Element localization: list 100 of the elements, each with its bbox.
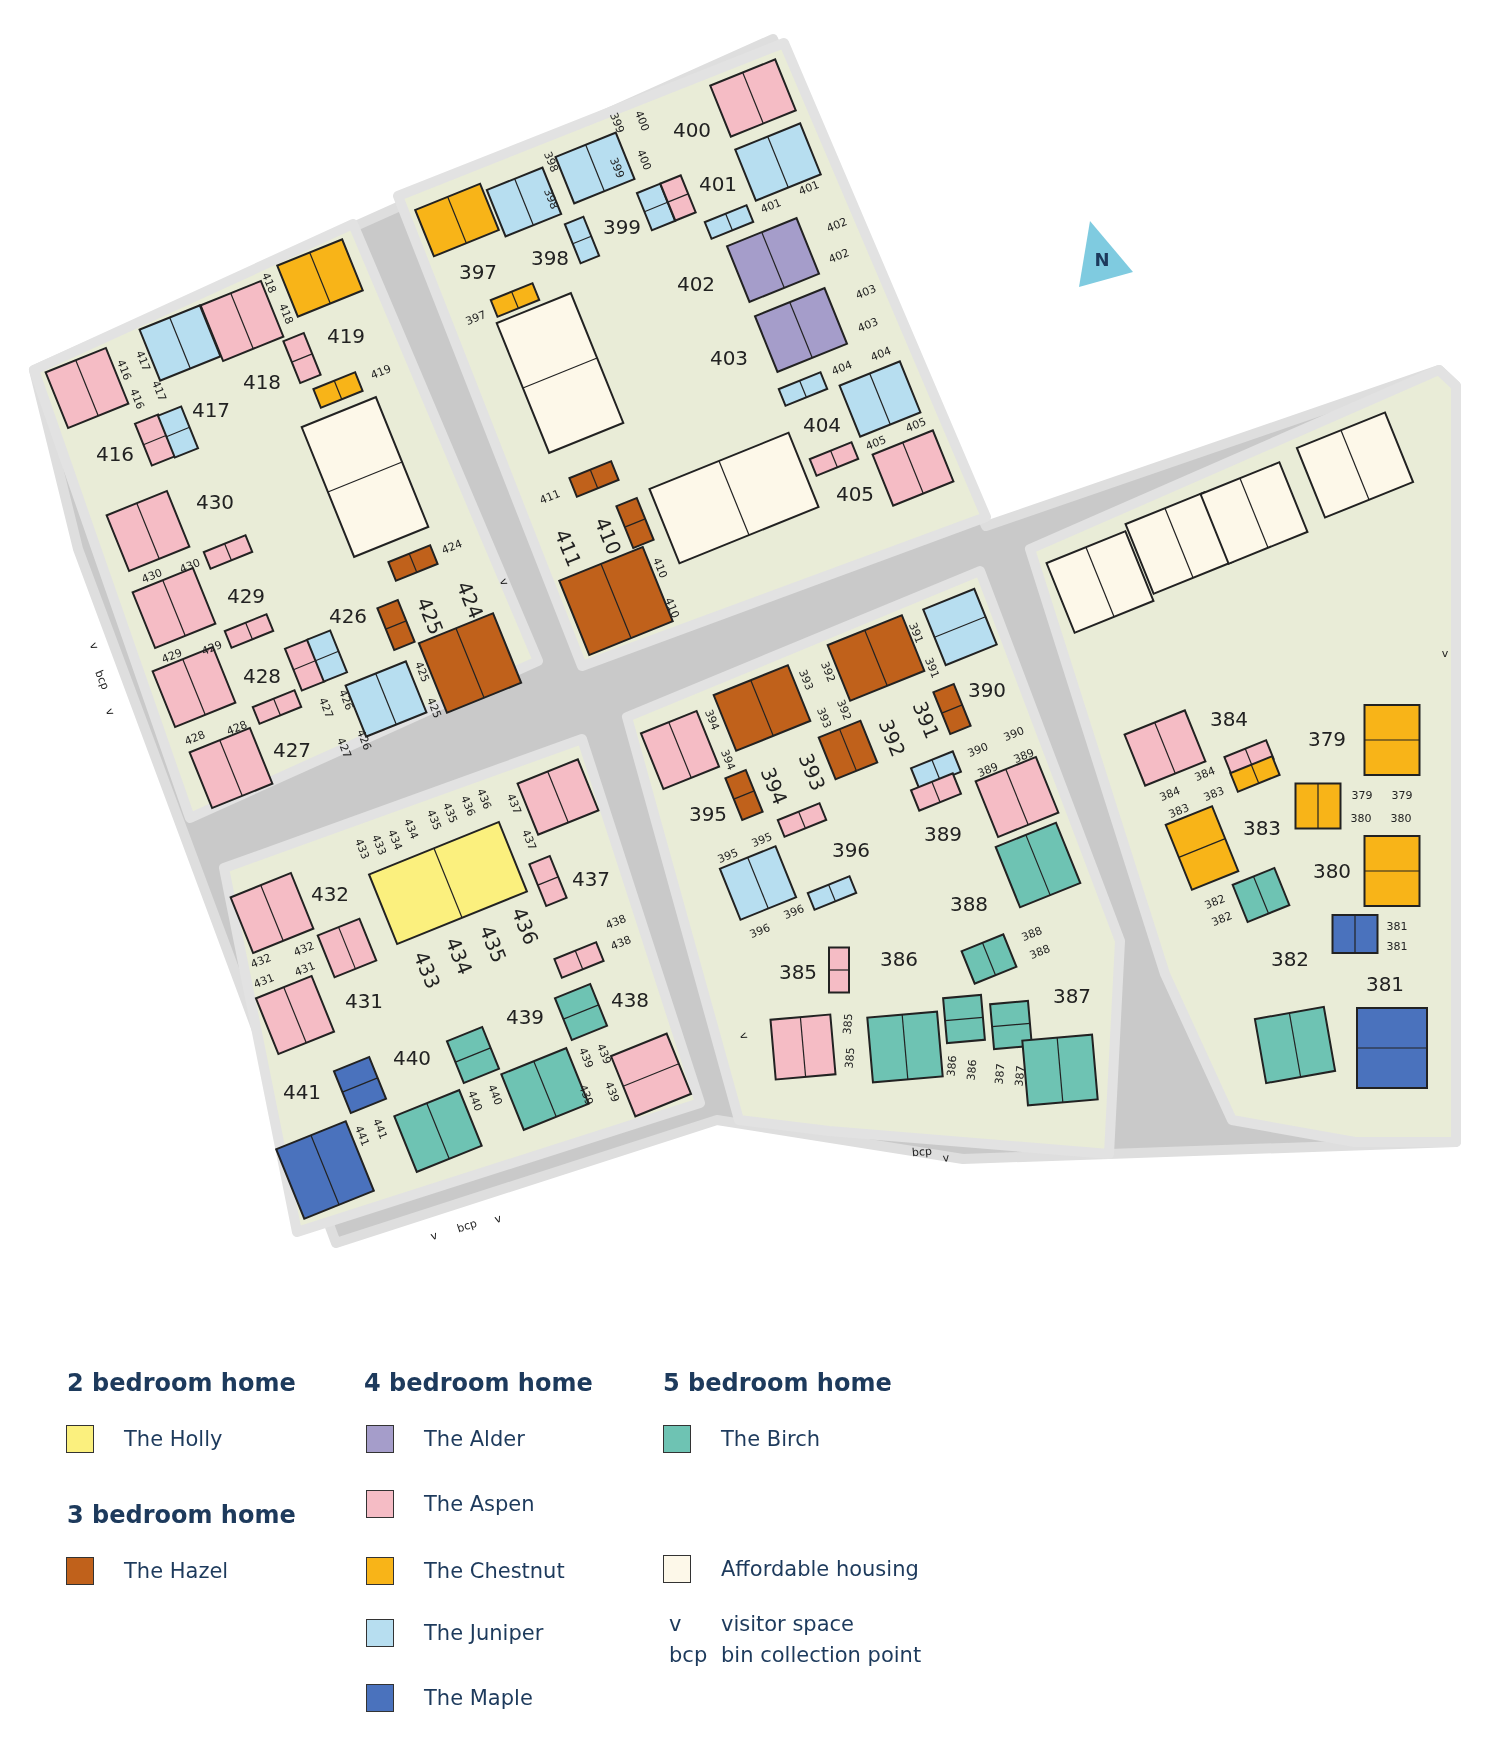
parking-number: 440	[485, 1083, 505, 1107]
parking-number: 384	[1158, 784, 1182, 804]
site-marker: bcp	[911, 1145, 933, 1159]
parking-number: 398	[541, 150, 561, 174]
parking-number: 395	[750, 830, 774, 850]
parking-number: 403	[856, 315, 880, 335]
legend-label: The Juniper	[424, 1622, 544, 1644]
parking-number: 411	[538, 487, 562, 507]
parking-number: 385	[843, 1047, 857, 1069]
plot-number: 392	[875, 716, 909, 760]
parking-number: 429	[160, 646, 184, 666]
parking-number: 439	[594, 1042, 614, 1066]
parking-number: 381	[1386, 940, 1408, 952]
parking-number: 402	[825, 215, 849, 235]
plot-number: 435	[476, 922, 510, 966]
site-marker: v	[493, 1212, 503, 1226]
plot-number: 425	[413, 594, 447, 638]
parking-number: 393	[814, 706, 834, 730]
parking-number: 439	[602, 1080, 622, 1104]
parking-number: 387	[993, 1063, 1007, 1085]
plot-number: 418	[242, 372, 282, 392]
parking-number: 430	[178, 556, 202, 576]
parking-number: 431	[293, 959, 317, 979]
parking-number: 428	[183, 728, 207, 748]
parking-number: 383	[1167, 801, 1191, 821]
plot-number: 389	[923, 824, 963, 844]
plot-number: 426	[328, 606, 368, 626]
parking-number: 416	[114, 358, 134, 382]
plot-number: 429	[226, 586, 266, 606]
plot-number: 394	[757, 764, 791, 808]
legend-label: The Chestnut	[424, 1560, 565, 1582]
parking-number: 418	[276, 302, 296, 326]
site-marker: v	[497, 576, 511, 588]
parking-number: 437	[504, 792, 524, 816]
parking-number: 427	[316, 696, 336, 720]
parking-number: 431	[252, 971, 276, 991]
parking-number: 395	[716, 846, 740, 866]
legend-heading: 2 bedroom home	[67, 1371, 296, 1395]
plot-number: 416	[95, 444, 135, 464]
parking-number: 381	[1386, 920, 1408, 932]
parking-number: 439	[576, 1046, 596, 1070]
legend-label: The Aspen	[424, 1493, 535, 1515]
parking-number: 380	[1350, 812, 1372, 824]
plot-number: 427	[272, 740, 312, 760]
plot-number: 384	[1209, 709, 1249, 729]
plot-number: 401	[698, 174, 738, 194]
parking-number: 410	[650, 556, 670, 580]
legend-heading: 3 bedroom home	[67, 1503, 296, 1527]
plot-number: 391	[909, 698, 943, 742]
plot-number: 424	[453, 578, 487, 622]
plot-number: 395	[688, 804, 728, 824]
plot-number: 382	[1270, 949, 1310, 969]
parking-number: 438	[604, 912, 628, 932]
parking-number: 386	[945, 1055, 959, 1077]
parking-number: 394	[702, 708, 722, 732]
parking-number: 391	[922, 656, 942, 680]
plot-number: 434	[442, 934, 476, 978]
parking-number: 425	[412, 660, 432, 684]
legend-label: The Maple	[424, 1687, 533, 1709]
plot-number: 403	[709, 348, 749, 368]
parking-number: 392	[818, 660, 838, 684]
plot-number: 437	[571, 869, 611, 889]
site-marker: bcp	[455, 1217, 479, 1235]
parking-number: 382	[1203, 892, 1227, 912]
parking-number: 417	[149, 379, 169, 403]
parking-number: 386	[965, 1059, 979, 1081]
plot-number: 441	[282, 1082, 322, 1102]
parking-number: 430	[140, 566, 164, 586]
plot-number: 405	[835, 484, 875, 504]
plot-number: 390	[967, 680, 1007, 700]
site-marker: v	[737, 1030, 751, 1042]
parking-number: 387	[1013, 1065, 1027, 1087]
plot-number: 399	[602, 217, 642, 237]
plot-number: 438	[610, 990, 650, 1010]
parking-number: 425	[424, 696, 444, 720]
legend-heading: 4 bedroom home	[364, 1371, 593, 1395]
parking-number: 401	[759, 196, 783, 216]
parking-number: 441	[352, 1124, 372, 1148]
plot-number: 402	[676, 274, 716, 294]
plot-number: 436	[508, 904, 542, 948]
plot-number: 404	[802, 415, 842, 435]
legend-label: The Alder	[424, 1428, 525, 1450]
legend-text: bcp	[669, 1644, 708, 1666]
plot-number: 396	[831, 840, 871, 860]
plot-number: 417	[191, 400, 231, 420]
plot-number: 431	[344, 991, 384, 1011]
parking-number: 393	[796, 668, 816, 692]
parking-number: 379	[1351, 789, 1373, 801]
parking-number: 440	[465, 1089, 485, 1113]
parking-number: 405	[904, 415, 928, 435]
plot-number: 379	[1307, 729, 1347, 749]
parking-number: 399	[607, 111, 627, 135]
legend-text: bin collection point	[721, 1644, 922, 1666]
legend-text: visitor space	[721, 1613, 855, 1635]
plot-number: 410	[591, 514, 625, 558]
parking-number: 397	[464, 308, 488, 328]
parking-number: 392	[834, 698, 854, 722]
parking-number: 428	[225, 718, 249, 738]
plot-number: 440	[392, 1048, 432, 1068]
parking-number: 383	[1202, 784, 1226, 804]
